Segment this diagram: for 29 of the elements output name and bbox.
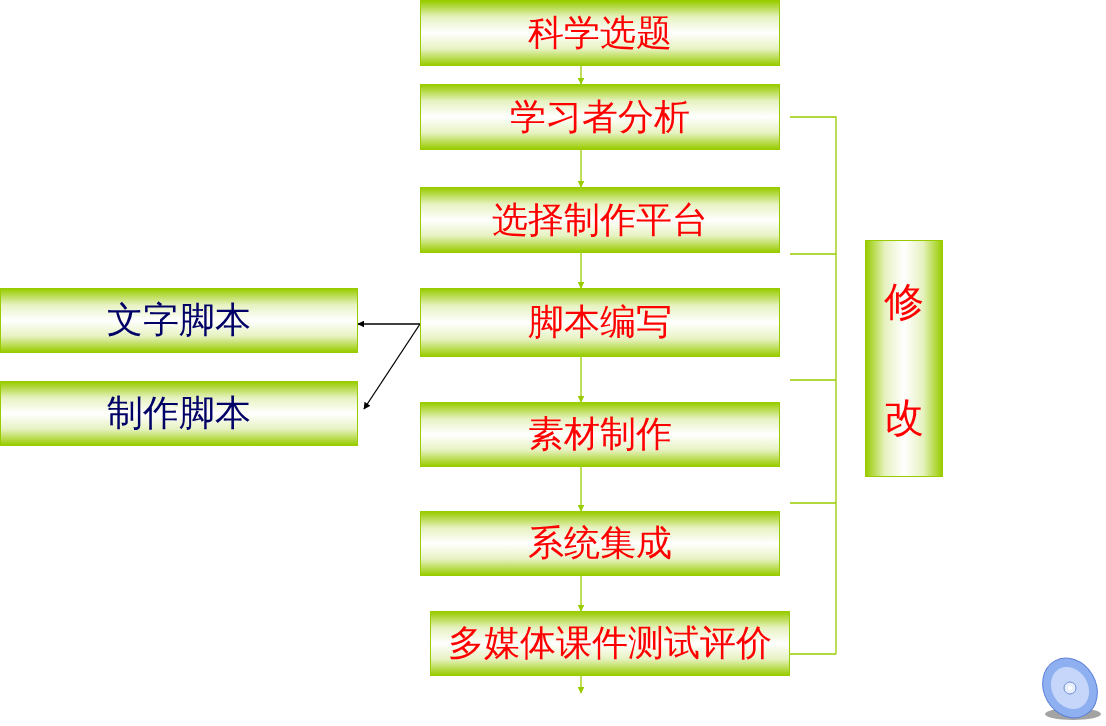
step-label: 素材制作 — [528, 412, 672, 456]
process-box — [865, 240, 943, 477]
step-label: 选择制作平台 — [492, 197, 708, 242]
step-label: 学习者分析 — [510, 94, 690, 139]
step-label: 多媒体课件测试评价 — [448, 621, 772, 665]
process-box — [420, 288, 780, 357]
step-label: 制作脚本 — [107, 391, 251, 435]
arrow — [577, 675, 585, 694]
arrow — [577, 466, 585, 512]
arrow — [363, 323, 421, 410]
process-box — [420, 187, 780, 253]
arrow — [577, 65, 585, 85]
process-box — [420, 402, 780, 467]
process-box — [0, 381, 358, 446]
arrow — [577, 356, 585, 403]
process-box — [430, 611, 790, 676]
process-box — [420, 84, 780, 150]
step-label: 系统集成 — [528, 521, 672, 565]
step-label: 文字脚本 — [107, 298, 251, 342]
process-box — [0, 288, 358, 353]
step-label: 脚本编写 — [528, 300, 672, 344]
arrow — [577, 252, 585, 289]
process-box — [420, 511, 780, 576]
process-box — [420, 0, 780, 66]
arrow — [357, 320, 421, 328]
step-label: 修改 — [884, 276, 924, 442]
step-label: 科学选题 — [528, 10, 672, 55]
arrow — [577, 575, 585, 612]
arrow — [577, 149, 585, 188]
